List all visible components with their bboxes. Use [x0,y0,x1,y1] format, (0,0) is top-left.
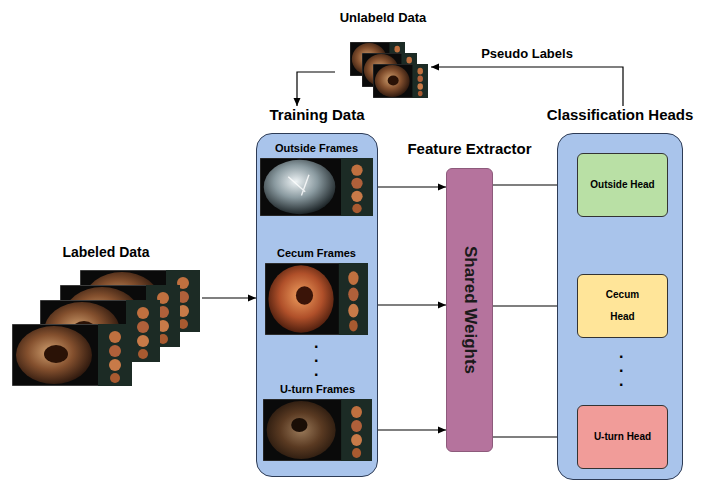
panel-heading: Training Data [269,106,364,123]
head-label: Outside Head [590,174,654,196]
endoscopy-frame-image [260,158,373,216]
endoscopy-frame-image [373,64,428,98]
arrowhead [294,98,301,106]
ellipsis-dots: ... [314,336,319,378]
connector-line [297,72,335,106]
frame-label: Cecum Frames [265,245,368,261]
connector-line [368,304,446,305]
endoscopy-frame-image [263,399,372,461]
frame-label: U-turn Frames [263,381,372,397]
endoscopy-frame-image [265,263,368,335]
ellipsis-dots: ... [619,346,624,388]
frame-label: Outside Frames [260,140,373,156]
connector-line [202,297,256,298]
arrowhead [438,184,446,191]
connector-line [372,429,446,430]
stack-label: Labeled Data [62,244,149,260]
arrow-connector [202,295,256,302]
outside-head: Outside Head [577,153,668,217]
cecum-frame: Cecum Frames [265,245,368,335]
u-turn-frame: U-turn Frames [263,381,372,461]
arrow-connector [368,302,446,309]
u-turn-head: U-turn Head [577,405,668,469]
arrow-connector [373,184,446,191]
classification-heads-panel: Classification HeadsOutside HeadCecum He… [557,106,683,480]
outside-frame: Outside Frames [260,140,373,216]
connector-line [373,186,446,187]
extractor-bar: Shared Weights [446,168,493,452]
extractor-heading: Feature Extractor [407,140,531,157]
arrow-connector [431,64,623,107]
feature-extractor: Shared WeightsFeature Extractor [446,140,493,452]
arrowhead [438,427,446,434]
unlabeled-data-stack: Unlabeld Data [335,6,431,100]
arrowhead [431,64,439,71]
panel-heading: Classification Heads [547,106,694,123]
head-label: Cecum Head [601,284,645,328]
vertical-label: Shared Weights [460,246,480,374]
arrow-connector [294,72,336,106]
labeled-data-stack: Labeled Data [10,240,202,390]
cecum-head: Cecum Head [577,274,668,338]
arrow-connector [372,427,446,434]
stack-label: Unlabeld Data [340,10,427,25]
edge-label: Pseudo Labels [479,46,575,61]
endoscopy-frame-image [12,324,132,386]
connector-line [431,67,623,106]
head-label: U-turn Head [594,426,651,448]
arrowhead [248,295,256,302]
arrowhead [438,302,446,309]
training-data-panel: Training DataOutside FramesCecum FramesU… [256,106,378,477]
